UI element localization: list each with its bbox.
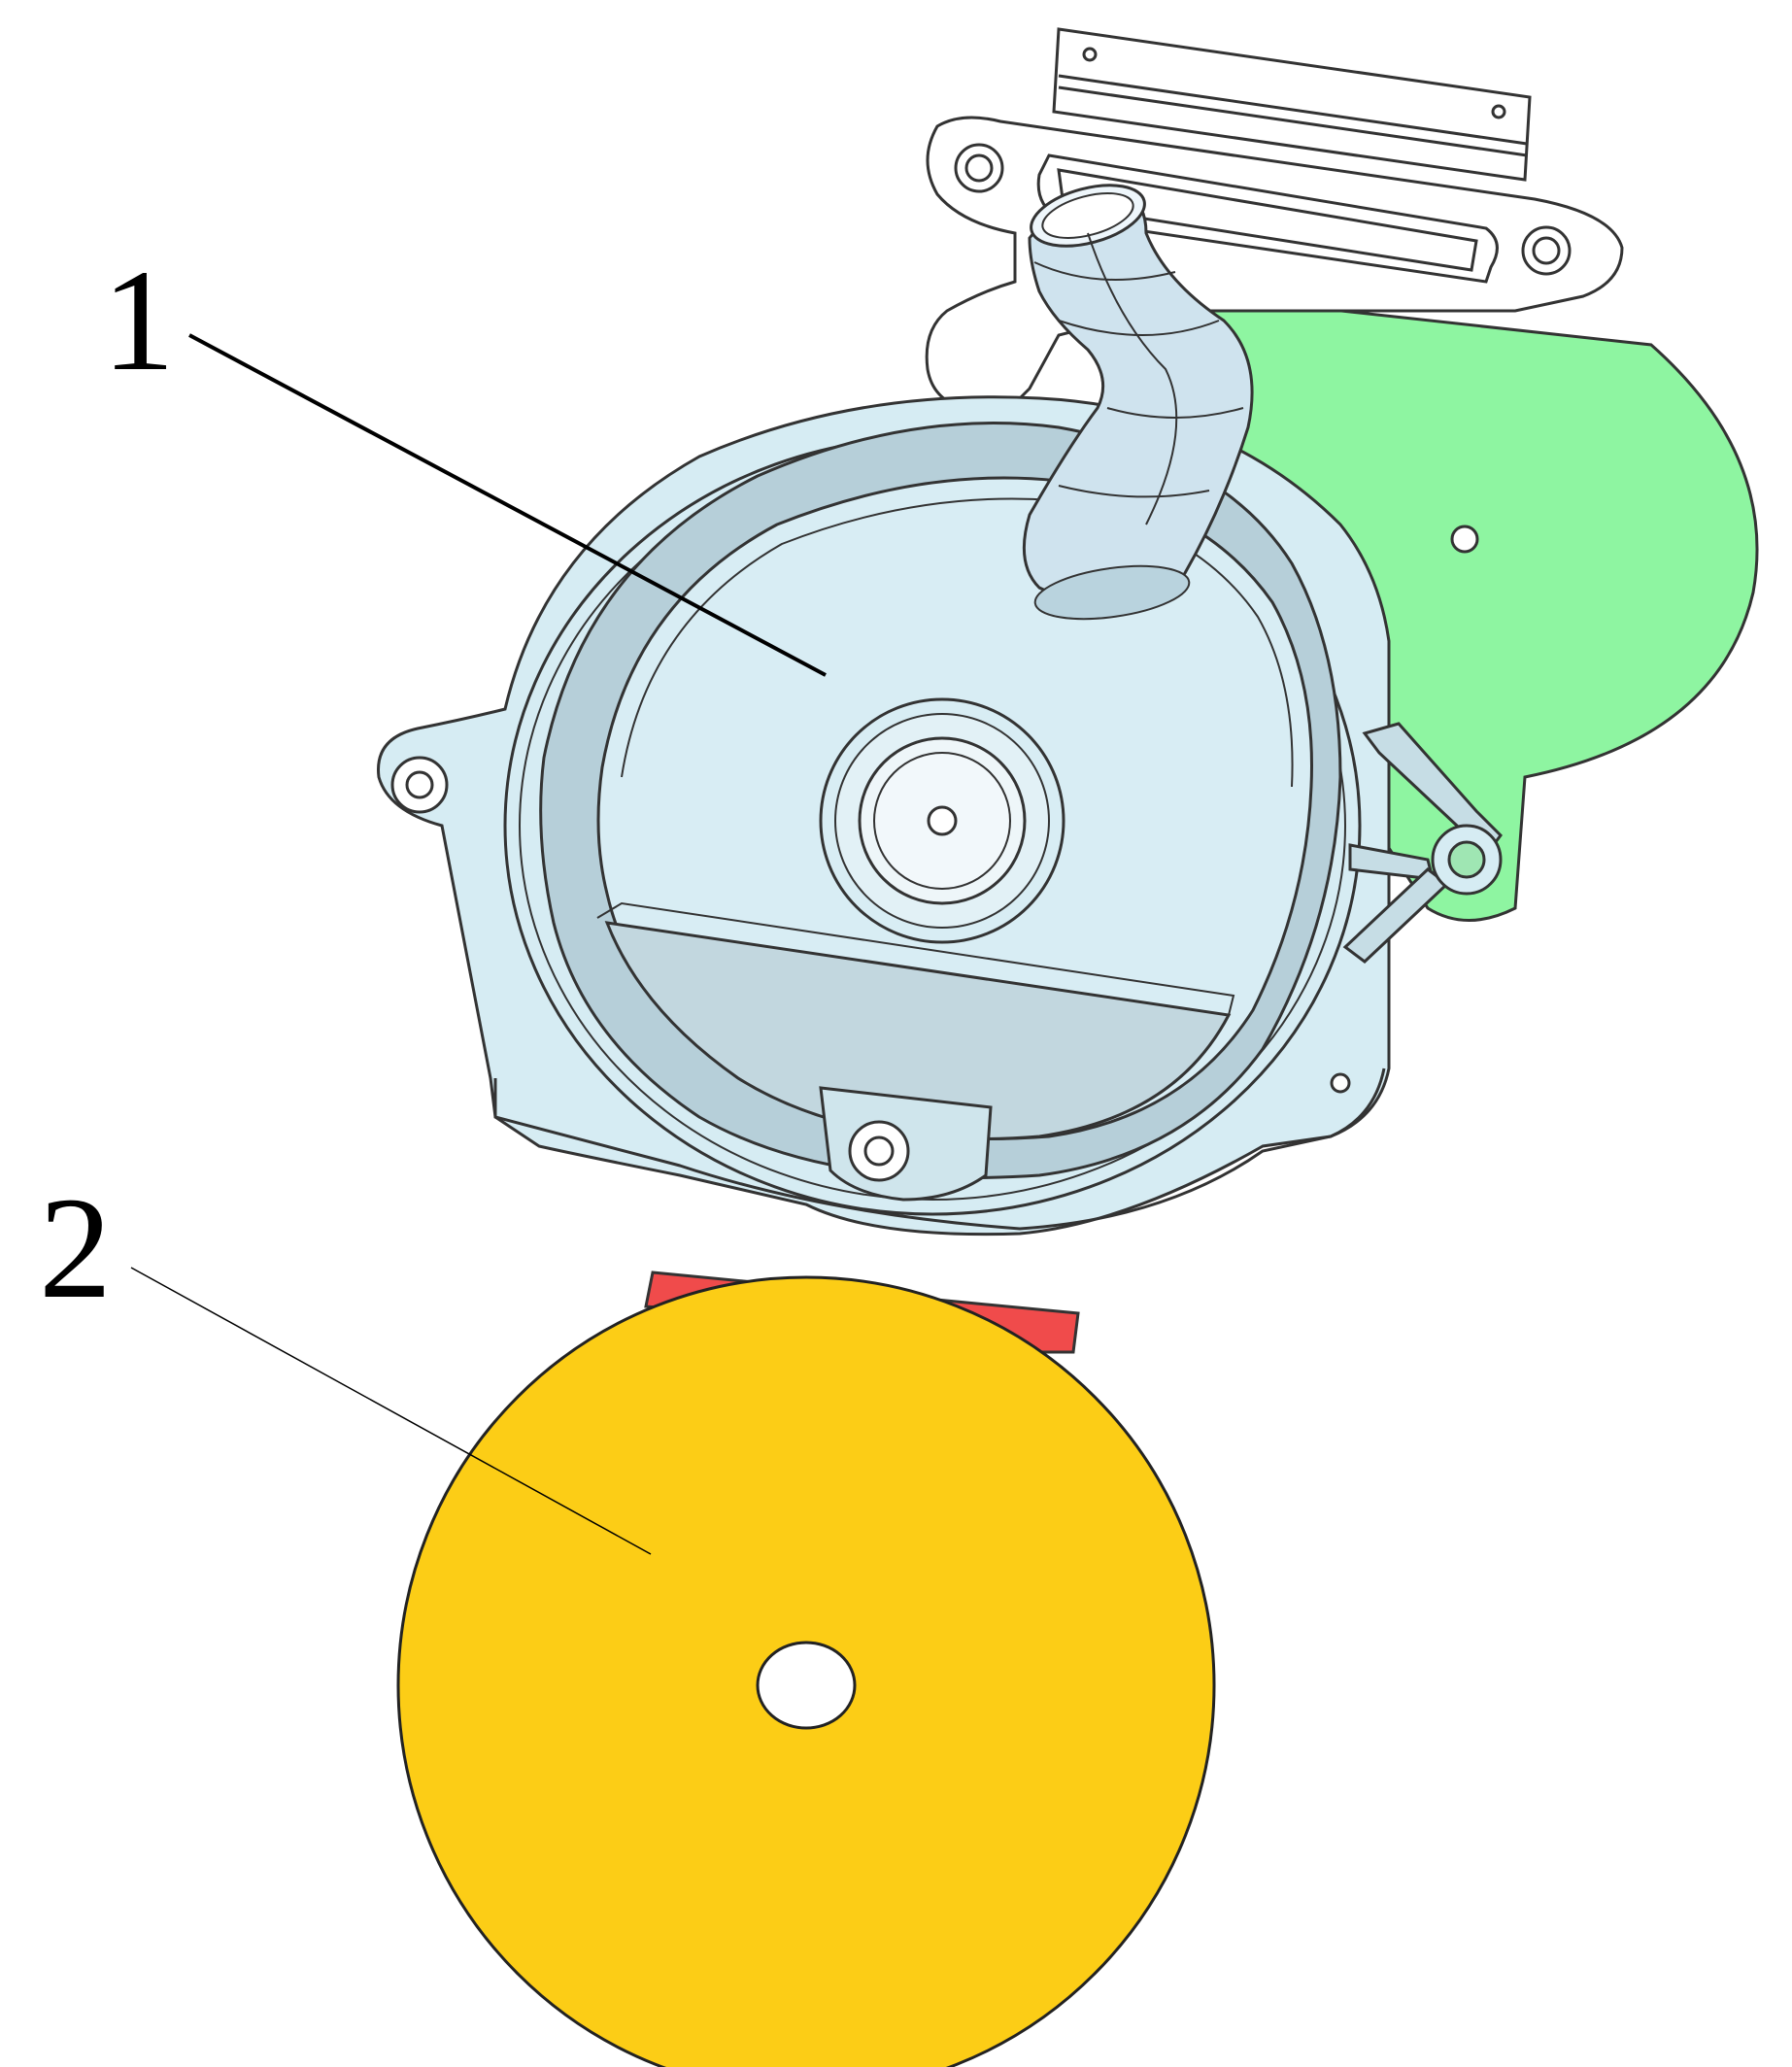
center-hub xyxy=(819,697,1065,944)
left-lug xyxy=(390,756,449,814)
elbow-pipe xyxy=(1022,184,1254,621)
housing xyxy=(377,395,1391,1237)
leader-line-1 xyxy=(188,333,827,677)
label-2: 2 xyxy=(39,1168,112,1329)
disc-center-hole xyxy=(756,1641,857,1730)
latch-clip xyxy=(1342,722,1503,964)
leader-line-2 xyxy=(130,1267,652,1555)
label-1: 1 xyxy=(102,240,175,401)
bracket-hole xyxy=(1450,525,1479,554)
green-bracket xyxy=(1086,280,1759,922)
disc-assembly xyxy=(396,1271,1216,2067)
bottom-lug xyxy=(819,1086,993,1202)
